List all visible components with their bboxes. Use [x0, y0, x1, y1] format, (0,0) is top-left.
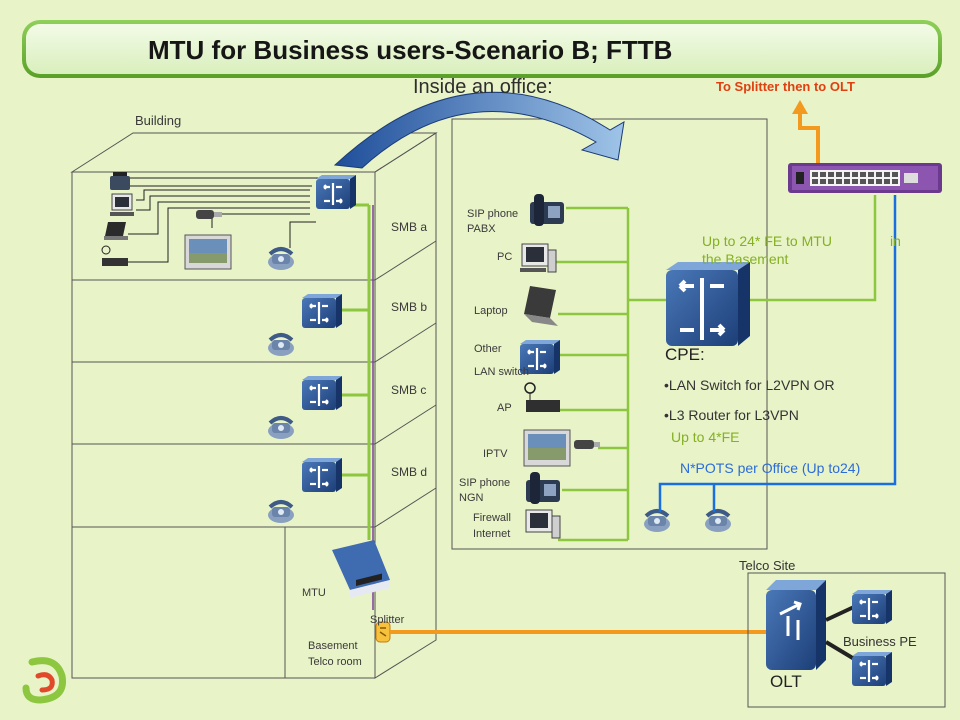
cpe-item: •LAN Switch for L2VPN OR [664, 377, 835, 393]
cpe-item: •L3 Router for L3VPN [664, 407, 799, 423]
ap-device-icon [101, 245, 128, 266]
uplink-basement-label: the Basement [702, 251, 789, 267]
uplink-arrow-icon [792, 100, 820, 163]
floor-c-phone-icon [266, 416, 296, 441]
internet-label: Internet [473, 528, 511, 540]
pots-blue-links [658, 195, 897, 512]
pabx-label: PABX [467, 223, 496, 235]
cpe-heading: CPE: [665, 345, 705, 364]
uplink-label: Up to 24* FE to MTU [702, 233, 832, 249]
firewall-pc-icon [525, 509, 561, 539]
office-pots-phone-icon [703, 509, 733, 534]
to-splitter-label: To Splitter then to OLT [716, 79, 855, 94]
business-pe-router-icon [850, 588, 894, 626]
iptv-icon [184, 234, 232, 270]
sip-phone-label: SIP phone [467, 208, 519, 220]
business-pe-label: Business PE [843, 634, 917, 649]
floor-b-switch-icon [300, 292, 344, 330]
phone-device-icon [110, 172, 130, 190]
olt-label: OLT [770, 672, 802, 691]
slide-title: MTU for Business users-Scenario B; FTTB [148, 35, 673, 65]
floor-b-phone-icon [266, 333, 296, 358]
curved-arrow-icon [333, 91, 625, 169]
mtu-rack-icon [788, 163, 942, 193]
other-label: Other [474, 343, 502, 355]
mtu-device-icon [332, 540, 390, 598]
telco-site-label: Telco Site [739, 558, 796, 573]
cpe-switch-icon [666, 262, 750, 346]
floor-c-switch-icon [300, 374, 344, 412]
floor-label: SMB c [391, 383, 427, 397]
lan-switch-label: LAN switch [474, 366, 530, 378]
ngn-label: NGN [459, 492, 484, 504]
splitter-icon [375, 621, 391, 643]
telco-site-box [747, 572, 946, 708]
splitter-label: Splitter [370, 614, 405, 626]
floor-d-phone-icon [266, 500, 296, 525]
office-pots-phone-icon [642, 509, 672, 534]
business-pe-router-icon [850, 650, 894, 688]
floor-d-switch-icon [300, 456, 344, 494]
ap-icon [524, 382, 560, 412]
title-band [22, 20, 942, 78]
sip-phone-ngn-icon [526, 472, 560, 504]
sip-phone-ngn-label: SIP phone [459, 477, 511, 489]
iptv-tv-icon [523, 429, 571, 467]
pc-label: PC [497, 251, 513, 263]
floor-a-cables [128, 177, 318, 263]
pots-label: N*POTS per Office (Up to24) [680, 460, 861, 476]
basement-label: Basement [308, 640, 358, 652]
set-top-box-icon [574, 440, 600, 449]
iptv-label: IPTV [483, 448, 508, 460]
telco-room-label: Telco room [308, 656, 362, 668]
laptop-device-icon [104, 222, 128, 240]
camera-icon [196, 210, 222, 219]
company-logo-icon [22, 657, 67, 704]
uplink-in-label: in [890, 233, 901, 249]
laptop-icon [524, 286, 558, 326]
ap-label: AP [497, 402, 512, 414]
building-label: Building [135, 113, 182, 128]
fe-label: Up to 4*FE [671, 429, 740, 445]
inside-office-label: Inside an office: [413, 76, 553, 98]
floor-label: SMB b [391, 300, 428, 314]
floor-a-phone-icon [266, 247, 296, 272]
mtu-label: MTU [302, 587, 326, 599]
floor-a-switch-icon [314, 173, 358, 211]
pc-device-icon [110, 193, 134, 216]
pc-icon [520, 243, 557, 273]
building-outline [70, 132, 438, 679]
sip-phone-pabx-icon [530, 194, 564, 226]
floor-label: SMB d [391, 465, 428, 479]
laptop-label: Laptop [474, 305, 508, 317]
olt-pe-links [824, 604, 858, 662]
building-green-links [342, 203, 371, 540]
office-green-links [555, 195, 877, 542]
floor-label: SMB a [391, 220, 428, 234]
office-box [451, 118, 768, 550]
firewall-label: Firewall [473, 512, 511, 524]
olt-icon [766, 580, 826, 670]
